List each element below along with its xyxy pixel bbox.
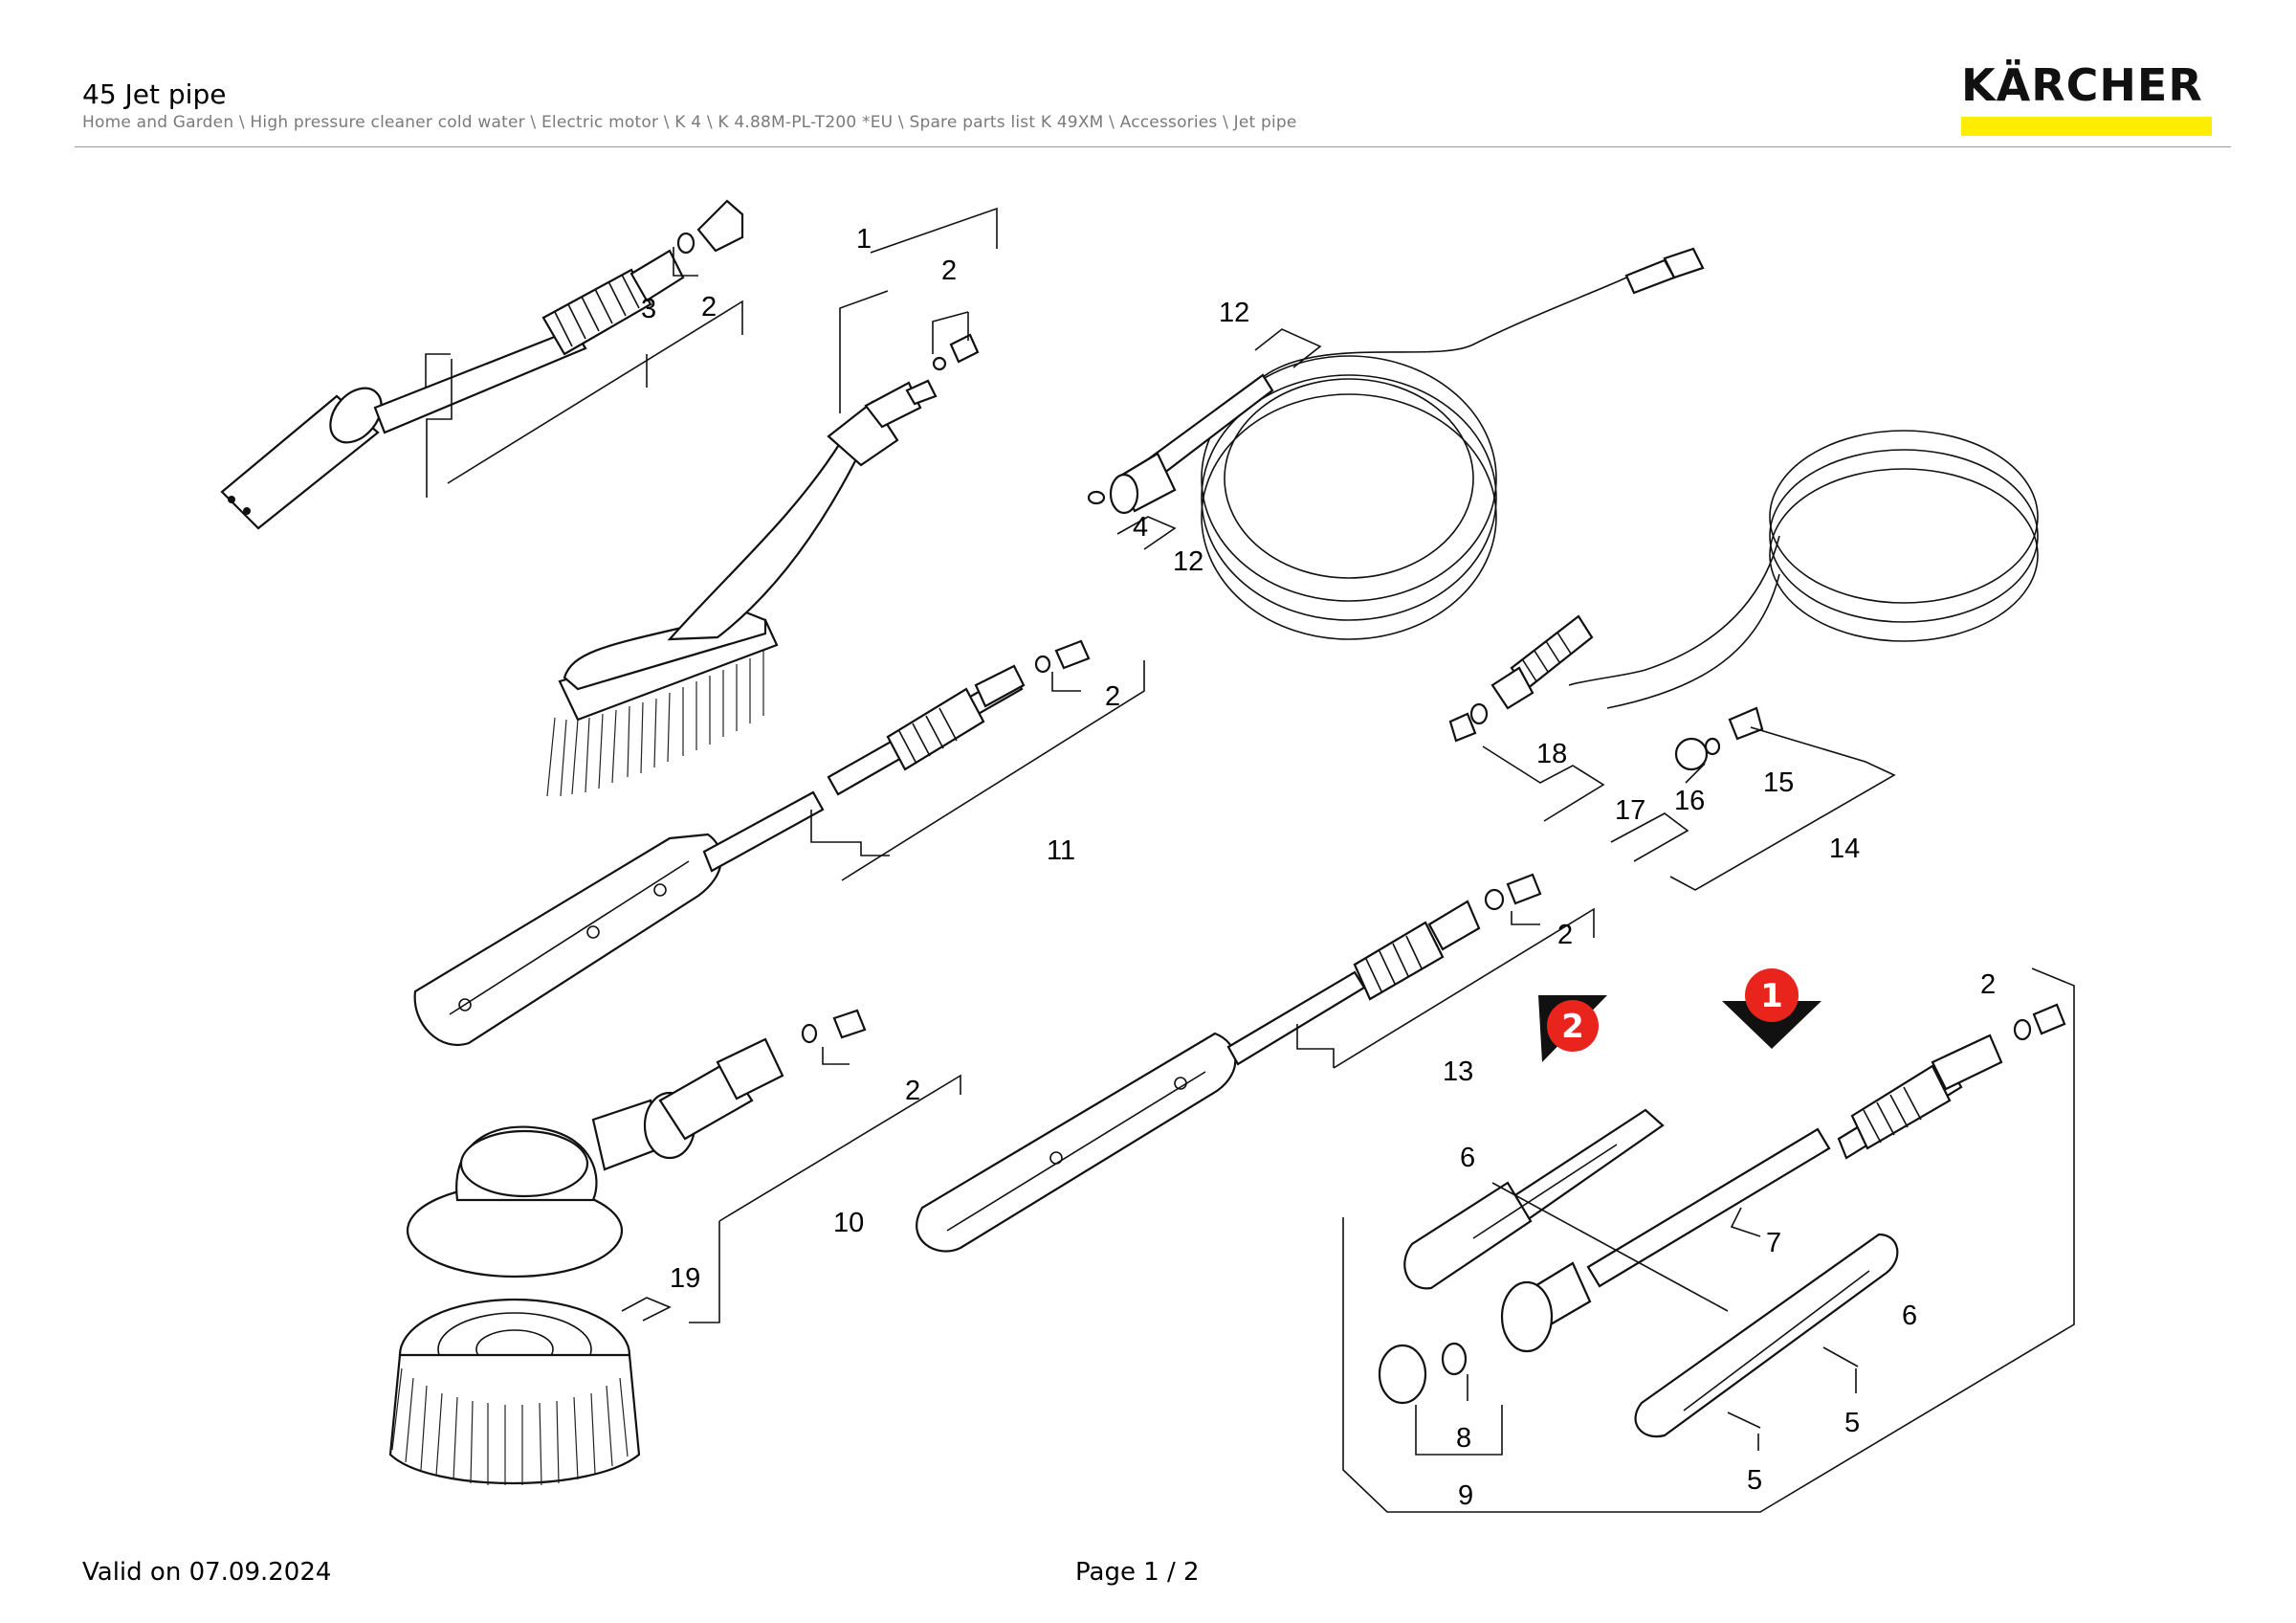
callout-label: 9 (1458, 1480, 1473, 1511)
leader-lines-1 (839, 207, 998, 413)
callout-label: 3 (641, 294, 656, 324)
breadcrumb: Home and Garden \ High pressure cleaner … (82, 113, 1297, 132)
badge-1: 1 (1722, 968, 1821, 1049)
callout-label: 5 (1747, 1465, 1762, 1496)
page-number: Page 1 / 2 (1075, 1558, 1200, 1587)
callout-label: 2 (701, 292, 717, 322)
page-title: 45 Jet pipe (82, 78, 227, 110)
callout-label: 5 (1844, 1408, 1860, 1438)
callout-label: 7 (1766, 1228, 1781, 1258)
badge-number: 1 (1760, 977, 1783, 1015)
callout-label: 13 (1443, 1056, 1473, 1087)
callout-label: 16 (1674, 786, 1705, 816)
callout-label: 17 (1615, 795, 1645, 826)
high-pressure-hose (1087, 247, 1705, 640)
extension-hose (1448, 430, 2039, 771)
callout-label: 4 (1133, 512, 1148, 543)
callout-label: 8 (1456, 1423, 1471, 1454)
rotating-wash-brush (388, 1009, 867, 1486)
rotary-nozzle-lance (220, 199, 744, 530)
leader-lines-14 (1482, 726, 1896, 891)
logo-yellow-bar (1961, 117, 2212, 136)
callout-label: 2 (905, 1076, 920, 1106)
callout-label: 2 (941, 256, 957, 286)
callout-label: 2 (1557, 920, 1573, 950)
wash-brush (546, 333, 980, 797)
callout-label: 12 (1219, 298, 1249, 328)
karcher-logo: KÄRCHER (1961, 63, 2212, 136)
leader-lines-5-9 (1415, 1182, 1857, 1456)
header-divider (75, 146, 2231, 147)
callout-label: 6 (1460, 1143, 1475, 1173)
leader-lines-13 (1296, 907, 1595, 1069)
callout-label: 19 (670, 1263, 700, 1294)
leader-lines-12 (1116, 328, 1322, 550)
leader-lines-3 (425, 247, 743, 498)
spray-lance-13 (916, 873, 1542, 1253)
spray-lance-11 (413, 639, 1091, 1046)
callout-label: 15 (1763, 767, 1794, 798)
callout-label: 10 (833, 1208, 864, 1238)
callout-label: 11 (1047, 835, 1075, 866)
callout-label: 14 (1829, 834, 1860, 864)
callout-label: 18 (1536, 739, 1567, 769)
callout-label: 2 (1105, 681, 1120, 712)
callout-label: 12 (1173, 546, 1203, 577)
callout-label: 6 (1902, 1301, 1917, 1331)
logo-wordmark: KÄRCHER (1961, 59, 2203, 111)
callout-label: 2 (1980, 969, 1996, 1000)
leader-lines-10-19 (621, 1047, 961, 1323)
lance-assembly-detail (1342, 967, 2075, 1513)
badge-2: 2 (1538, 995, 1607, 1062)
callout-label: 1 (856, 224, 872, 255)
leader-lines-11 (810, 660, 1145, 881)
valid-date: Valid on 07.09.2024 (82, 1558, 332, 1587)
badge-number: 2 (1561, 1008, 1584, 1046)
